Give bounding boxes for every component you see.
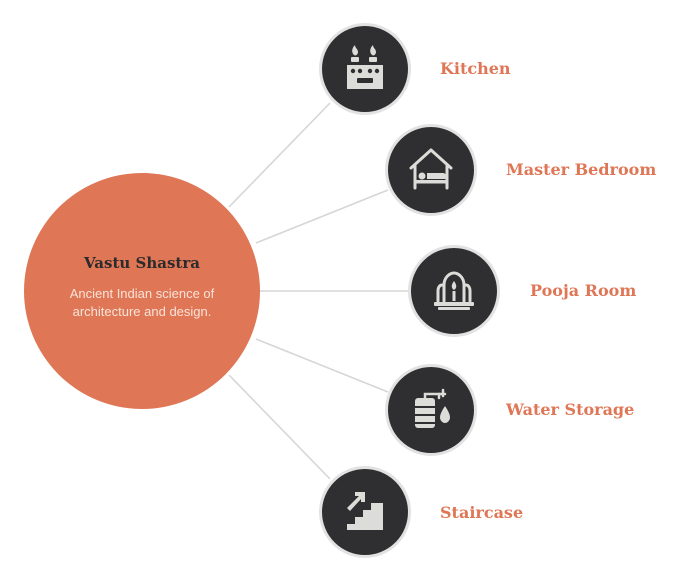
connector-kitchen [228,102,331,208]
bed-house-icon [409,148,453,190]
fountain-icon [434,271,474,310]
stove-icon [347,45,383,89]
connector-staircase [228,374,331,480]
node-kitchen[interactable] [319,23,411,115]
node-label-staircase: Staircase [440,503,524,522]
node-staircase[interactable] [319,466,411,558]
connector-master-bedroom [255,189,389,244]
node-pooja-room[interactable] [408,245,500,337]
hub-circle: Vastu Shastra Ancient Indian science of … [24,173,260,409]
hub-title: Vastu Shastra [84,253,200,272]
hub-description: Ancient Indian science of architecture a… [69,285,215,319]
node-label-master-bedroom: Master Bedroom [506,160,657,179]
node-water-storage[interactable] [385,364,477,456]
connector-water-storage [255,338,389,393]
stairs-icon [347,492,383,530]
node-master-bedroom[interactable] [385,124,477,216]
water-tank-icon [415,388,450,428]
node-label-water-storage: Water Storage [506,400,635,419]
node-label-kitchen: Kitchen [440,59,511,78]
node-label-pooja-room: Pooja Room [530,281,637,300]
